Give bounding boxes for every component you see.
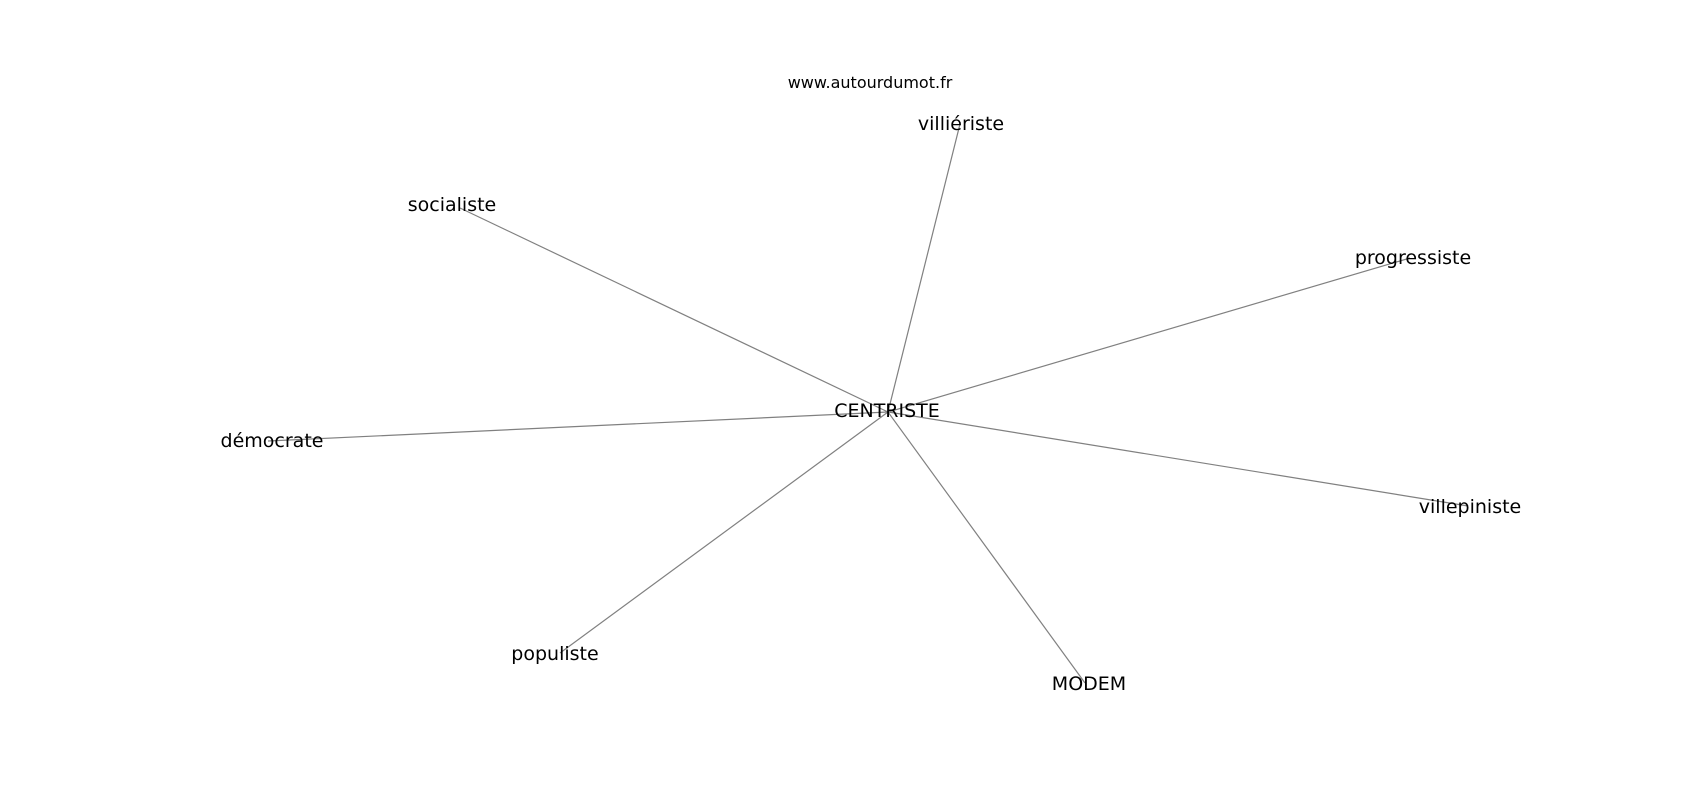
edge-modem xyxy=(887,411,1086,684)
node-label-democrate[interactable]: démocrate xyxy=(221,430,324,452)
edge-villepiniste xyxy=(887,411,1469,507)
watermark-text: www.autourdumot.fr xyxy=(788,73,953,92)
edge-group xyxy=(267,123,1469,684)
edge-populiste xyxy=(559,411,889,654)
node-label-populiste[interactable]: populiste xyxy=(511,643,598,665)
label-group: CENTRISTE villiériste socialiste progres… xyxy=(221,113,1522,695)
edge-socialiste xyxy=(459,207,889,413)
edge-villieriste xyxy=(887,123,961,413)
node-center-label[interactable]: CENTRISTE xyxy=(834,400,940,422)
node-label-villieriste[interactable]: villiériste xyxy=(918,113,1004,135)
edge-progressiste xyxy=(887,257,1411,413)
node-label-modem[interactable]: MODEM xyxy=(1052,673,1126,695)
edge-democrate xyxy=(267,411,889,442)
node-label-villepiniste[interactable]: villepiniste xyxy=(1419,496,1521,518)
node-label-socialiste[interactable]: socialiste xyxy=(408,194,497,216)
node-label-progressiste[interactable]: progressiste xyxy=(1355,247,1471,269)
